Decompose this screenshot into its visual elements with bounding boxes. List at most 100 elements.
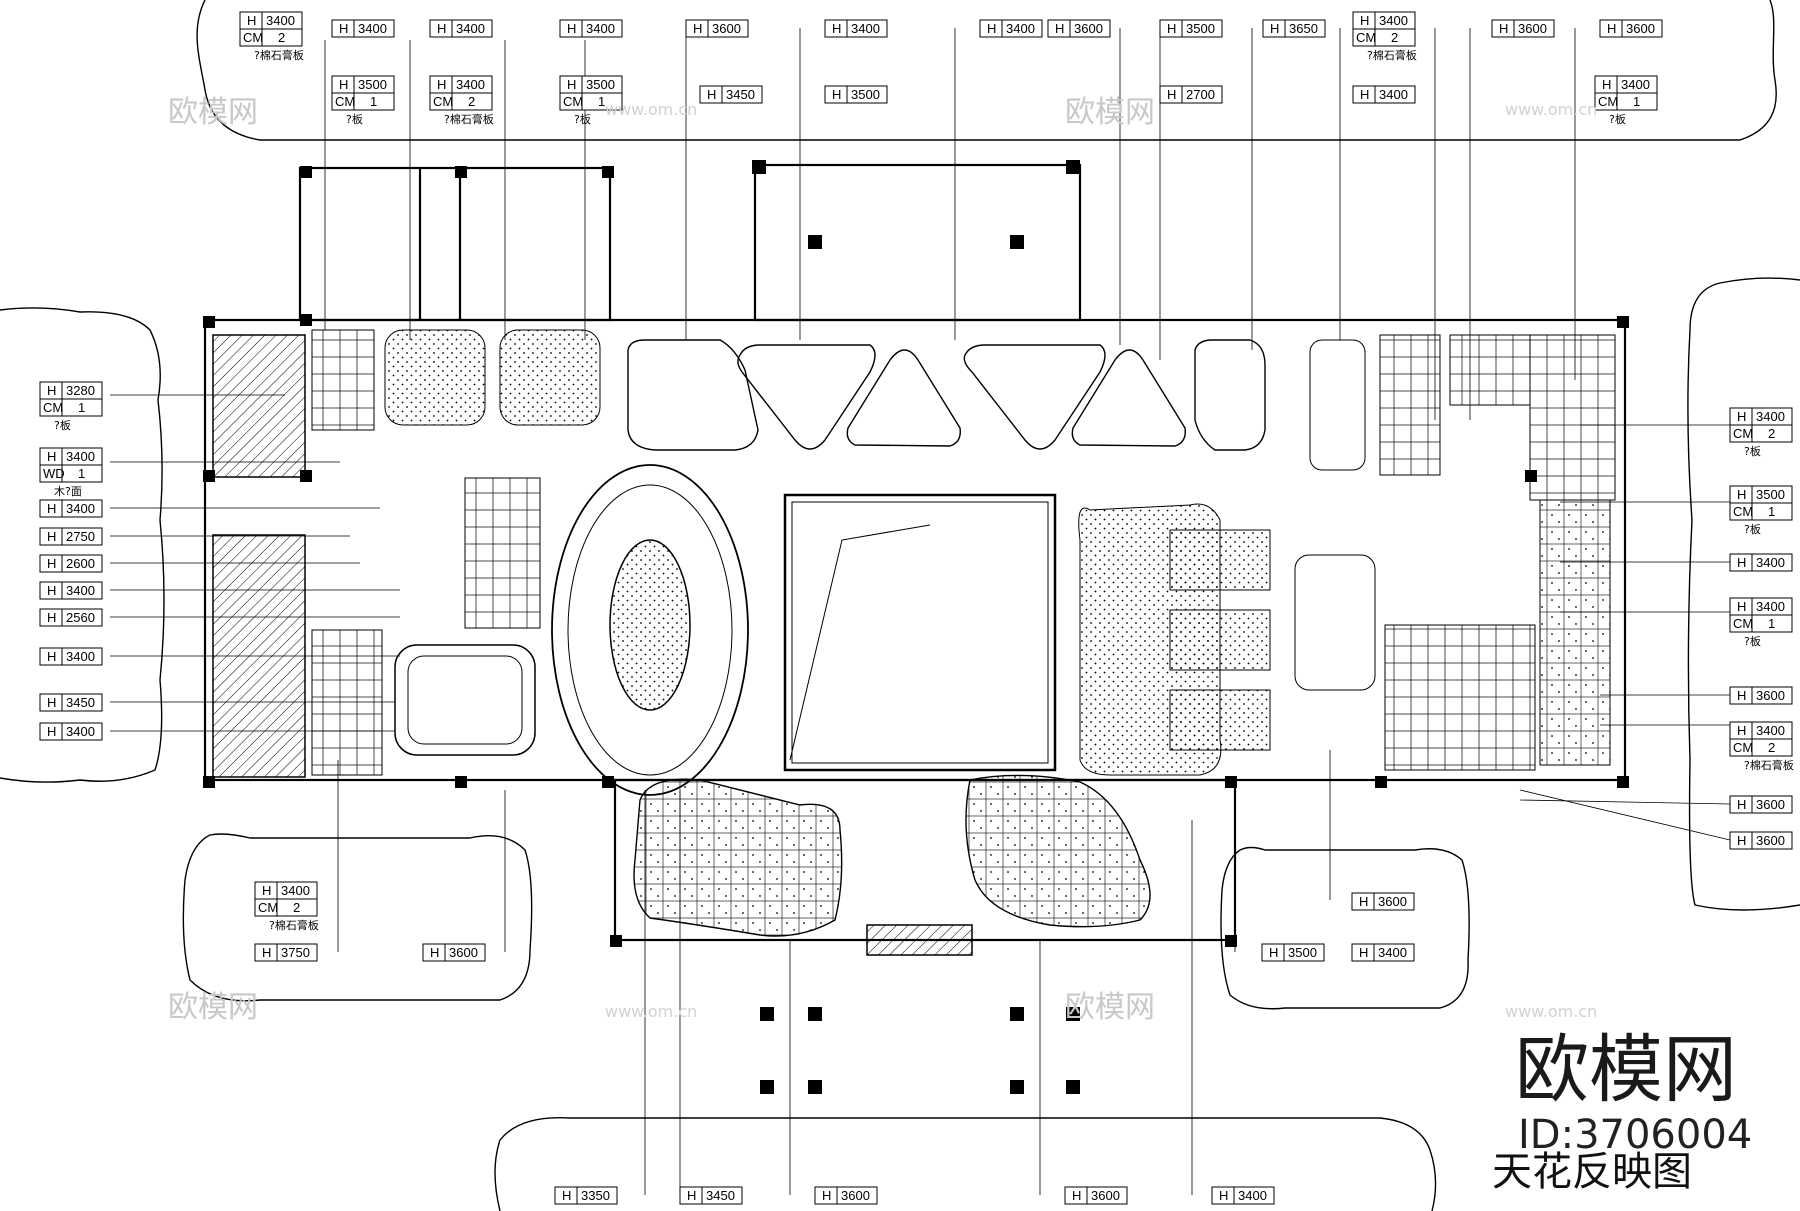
tag-h-label: H (47, 649, 56, 664)
svg-text:欧模网: 欧模网 (1065, 990, 1155, 1025)
tag-h-label: H (1737, 409, 1746, 424)
svg-text:www.om.cn: www.om.cn (605, 1002, 697, 1021)
svg-text:欧模网: 欧模网 (1065, 95, 1155, 130)
tag-h-label: H (1737, 833, 1746, 848)
tag-material-note: ?板 (1744, 634, 1761, 648)
tag-material-note: ?棉石膏板 (444, 112, 494, 126)
tag-height-value: 3500 (358, 77, 387, 92)
tag-material-note: ?板 (574, 112, 591, 126)
tag-h-label: H (1737, 487, 1746, 502)
tag-height-value: 3400 (1006, 21, 1035, 36)
tag-h-label: H (567, 21, 576, 36)
tag-material-code: CM (1733, 616, 1753, 631)
tag-height-value: 3400 (1379, 87, 1408, 102)
tag-height-value: 3400 (456, 77, 485, 92)
triangle-ceiling-coffers (627, 339, 1266, 451)
tag-material-number: 1 (370, 94, 377, 109)
tag-material-code: CM (243, 30, 263, 45)
central-atrium (783, 493, 1057, 772)
tag-h-label: H (247, 13, 256, 28)
height-tag: H 2560 (39, 608, 103, 627)
tag-h-label: H (1499, 21, 1508, 36)
tag-h-label: H (47, 610, 56, 625)
tag-height-value: 3600 (449, 945, 478, 960)
tag-h-label: H (47, 529, 56, 544)
tag-height-value: 3600 (1756, 797, 1785, 812)
tag-height-value: 3650 (1289, 21, 1318, 36)
bottom-organic-ceilings (633, 774, 1151, 956)
tag-h-label: H (832, 21, 841, 36)
tag-h-label: H (1359, 894, 1368, 909)
tag-h-label: H (47, 556, 56, 571)
height-tag: H 3600 (1491, 19, 1555, 38)
tag-h-label: H (1737, 555, 1746, 570)
tag-material-number: 1 (1768, 616, 1775, 631)
tag-height-value: 2560 (66, 610, 95, 625)
tag-height-value: 3600 (1378, 894, 1407, 909)
tag-material-note: ?板 (1744, 444, 1761, 458)
tag-height-value: 3500 (1186, 21, 1215, 36)
tag-material-note: ?板 (1609, 112, 1626, 126)
tag-height-value: 3400 (266, 13, 295, 28)
svg-text:www.om.cn: www.om.cn (605, 100, 697, 119)
tag-height-value: 3400 (1756, 723, 1785, 738)
tag-h-label: H (1167, 21, 1176, 36)
brand-logo-text: 欧模网 (1515, 1027, 1737, 1113)
tag-h-label: H (437, 21, 446, 36)
tag-material-note: ?棉石膏板 (1744, 758, 1794, 772)
tag-material-code: CM (563, 94, 583, 109)
tag-height-value: 3400 (1379, 13, 1408, 28)
tag-h-label: H (693, 21, 702, 36)
tag-height-value: 3400 (66, 449, 95, 464)
tag-h-label: H (47, 449, 56, 464)
tag-material-number: 2 (1768, 740, 1775, 755)
tag-h-label: H (1269, 945, 1278, 960)
tag-height-value: 3400 (1756, 599, 1785, 614)
brand-id: ID:3706004 (1518, 1112, 1752, 1158)
tag-height-value: 3400 (66, 583, 95, 598)
tag-height-value: 3600 (1518, 21, 1547, 36)
tag-height-value: 3750 (281, 945, 310, 960)
tag-height-value: 2600 (66, 556, 95, 571)
tag-material-note: ?棉石膏板 (1367, 48, 1417, 62)
height-tag: H 3500 (1159, 19, 1223, 38)
tag-h-label: H (1359, 945, 1368, 960)
tag-material-code: CM (1598, 94, 1618, 109)
tag-height-value: 3400 (358, 21, 387, 36)
tag-height-value: 3400 (1756, 555, 1785, 570)
tag-height-value: 3400 (456, 21, 485, 36)
tag-material-code: CM (335, 94, 355, 109)
watermarks: 欧模网 欧模网 欧模网 欧模网 www.om.cn www.om.cn www.… (168, 95, 1597, 1025)
tag-h-label: H (1270, 21, 1279, 36)
height-tag: H 2600 (39, 554, 103, 573)
right-grid-rooms (1078, 334, 1616, 776)
tag-material-code: CM (1733, 504, 1753, 519)
tag-material-number: 2 (293, 900, 300, 915)
tag-material-note: ?棉石膏板 (269, 918, 319, 932)
structural-columns (203, 160, 1629, 1094)
